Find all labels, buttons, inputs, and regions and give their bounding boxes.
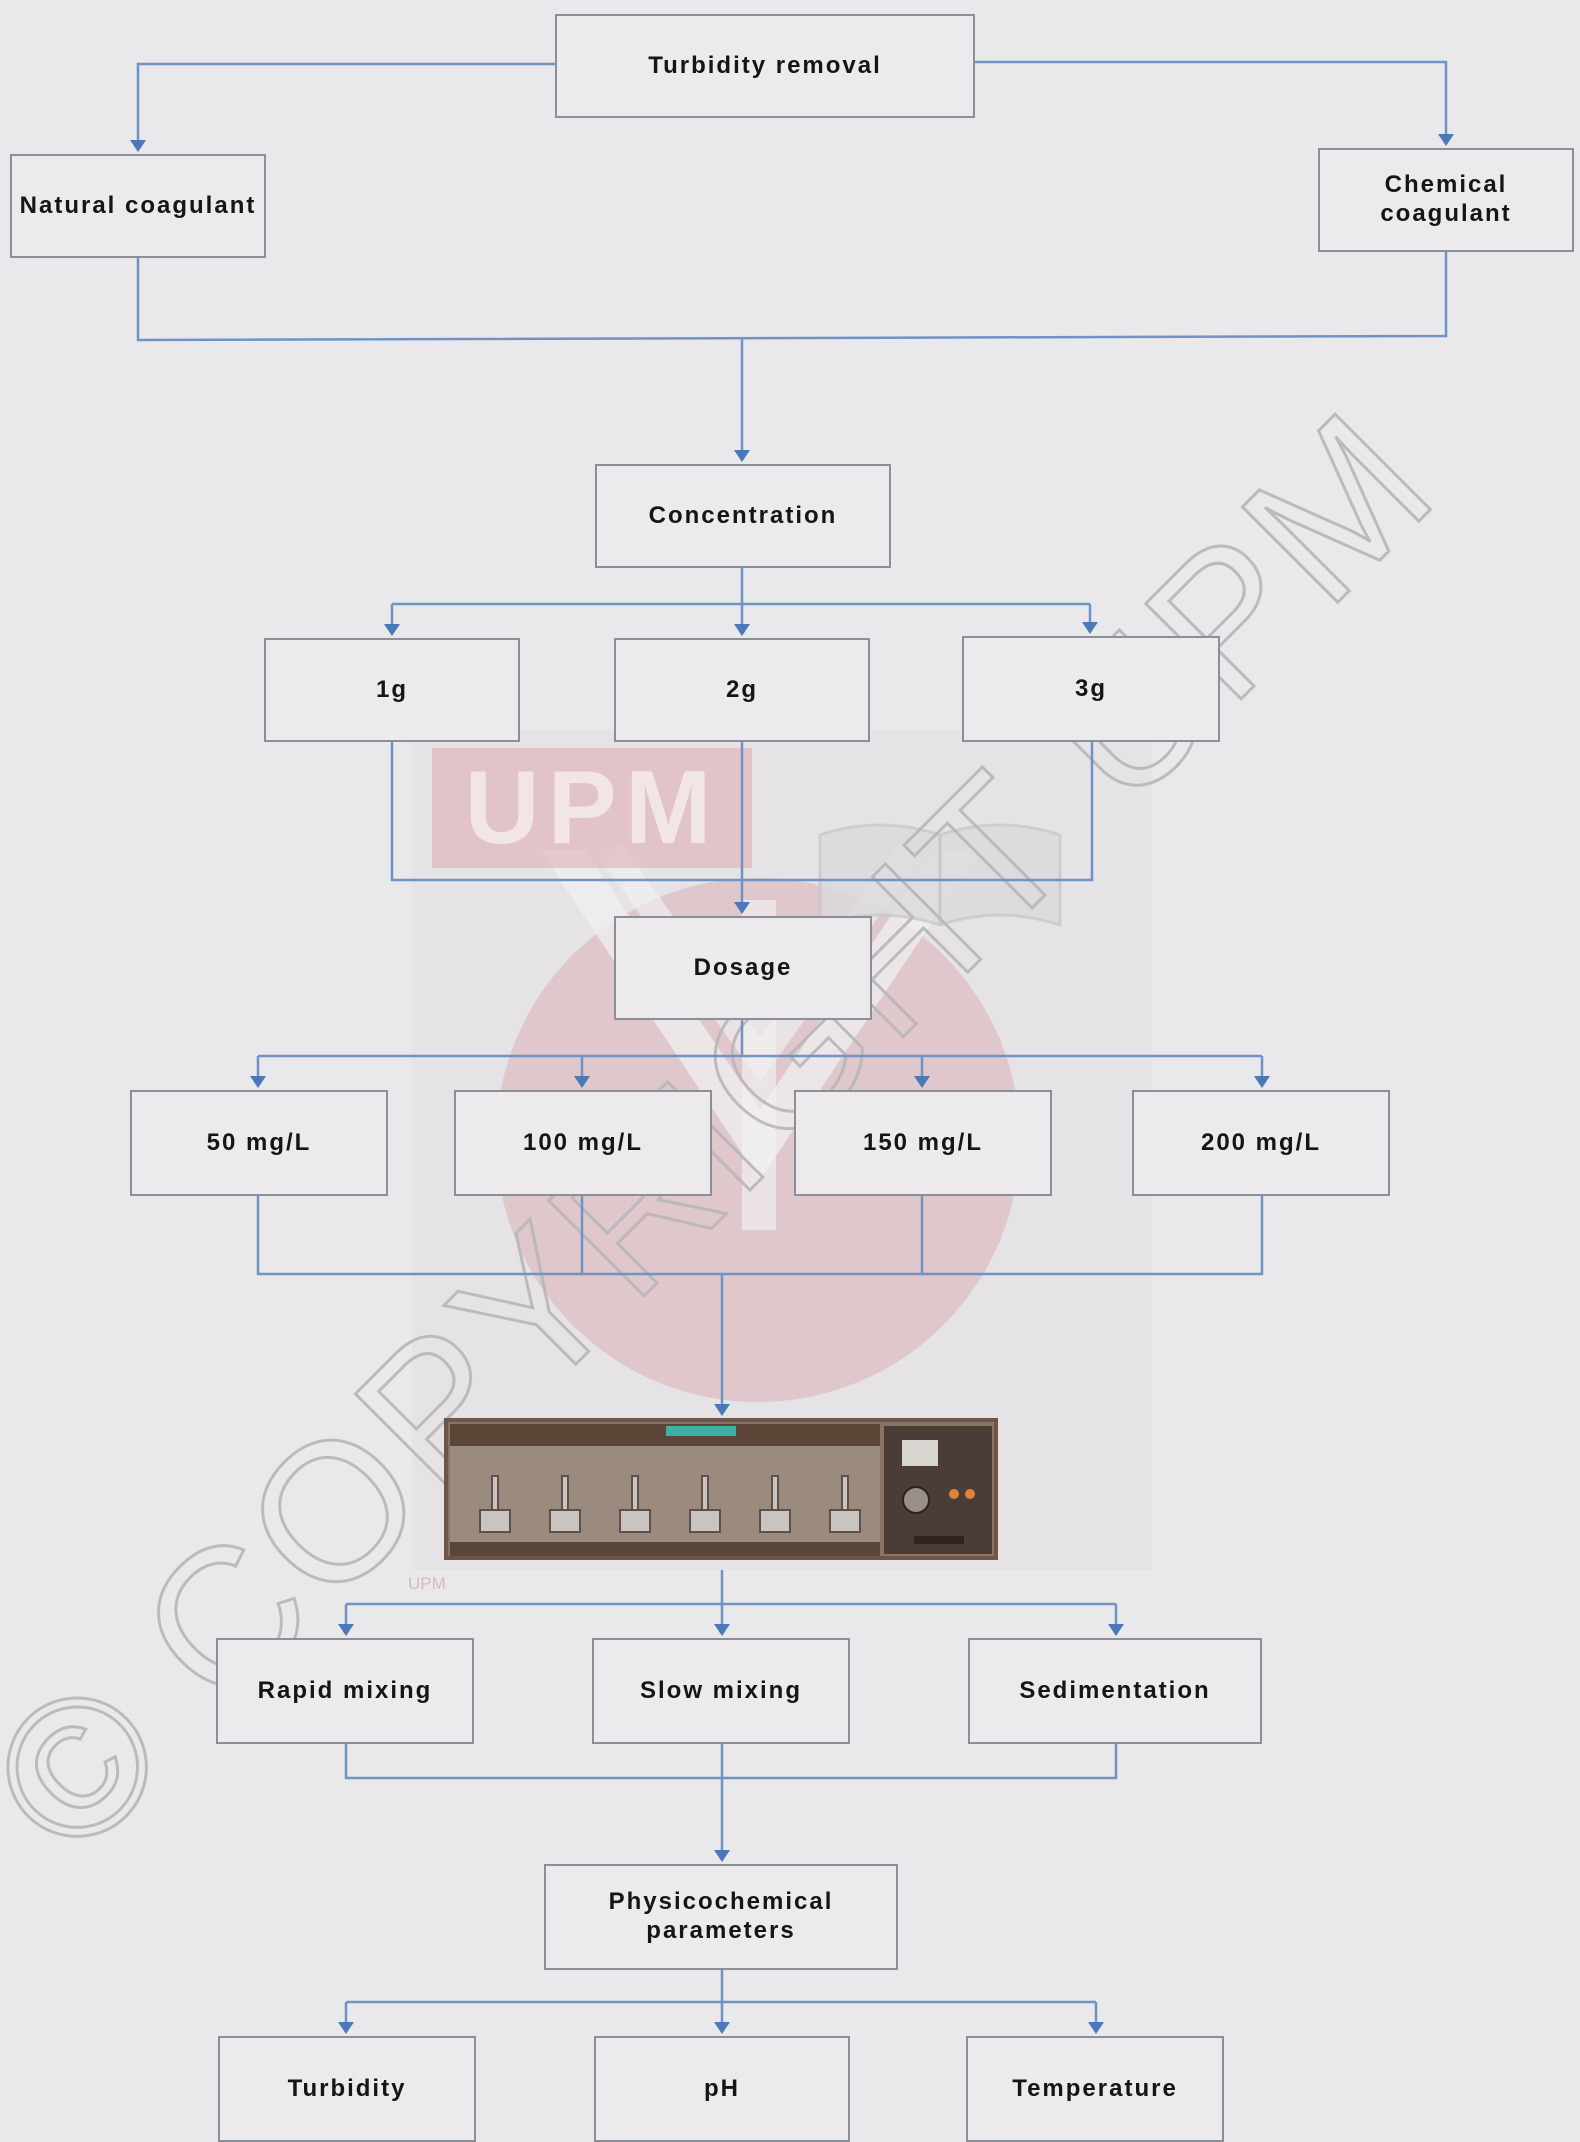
connector-line — [138, 252, 1446, 340]
arrowhead-icon — [338, 1624, 354, 1636]
connector-line — [346, 1744, 1116, 1778]
natural-coagulant-box: Natural coagulant — [10, 154, 266, 258]
connector-line — [258, 1196, 1262, 1274]
arrowhead-icon — [714, 1404, 730, 1416]
watermark-small-label: UPM — [408, 1574, 446, 1594]
arrowhead-icon — [1088, 2022, 1104, 2034]
turbidity-box: Turbidity — [218, 2036, 476, 2142]
dosage-150-box: 150 mg/L — [794, 1090, 1052, 1196]
concentration-3g-box: 3g — [962, 636, 1220, 742]
dosage-50-box: 50 mg/L — [130, 1090, 388, 1196]
physicochemical-parameters-box: Physicochemical parameters — [544, 1864, 898, 1970]
arrowhead-icon — [734, 624, 750, 636]
concentration-1g-box: 1g — [264, 638, 520, 742]
arrowhead-icon — [714, 1850, 730, 1862]
jar-test-apparatus-image — [444, 1418, 998, 1560]
arrowhead-icon — [1254, 1076, 1270, 1088]
ph-box: pH — [594, 2036, 850, 2142]
arrowhead-icon — [338, 2022, 354, 2034]
arrowhead-icon — [914, 1076, 930, 1088]
sedimentation-box: Sedimentation — [968, 1638, 1262, 1744]
arrowhead-icon — [1438, 134, 1454, 146]
chemical-coagulant-box: Chemical coagulant — [1318, 148, 1574, 252]
turbidity-removal-box: Turbidity removal — [555, 14, 975, 118]
dosage-200-box: 200 mg/L — [1132, 1090, 1390, 1196]
slow-mixing-box: Slow mixing — [592, 1638, 850, 1744]
arrowhead-icon — [130, 140, 146, 152]
arrowhead-icon — [734, 450, 750, 462]
arrowhead-icon — [384, 624, 400, 636]
temperature-box: Temperature — [966, 2036, 1224, 2142]
connector-line — [975, 62, 1446, 144]
rapid-mixing-box: Rapid mixing — [216, 1638, 474, 1744]
arrowhead-icon — [1108, 1624, 1124, 1636]
dosage-100-box: 100 mg/L — [454, 1090, 712, 1196]
connector-line — [138, 64, 555, 150]
arrowhead-icon — [714, 1624, 730, 1636]
concentration-box: Concentration — [595, 464, 891, 568]
arrowhead-icon — [1082, 622, 1098, 634]
arrowhead-icon — [250, 1076, 266, 1088]
arrowhead-icon — [714, 2022, 730, 2034]
arrowhead-icon — [734, 902, 750, 914]
concentration-2g-box: 2g — [614, 638, 870, 742]
arrowhead-icon — [574, 1076, 590, 1088]
dosage-box: Dosage — [614, 916, 872, 1020]
